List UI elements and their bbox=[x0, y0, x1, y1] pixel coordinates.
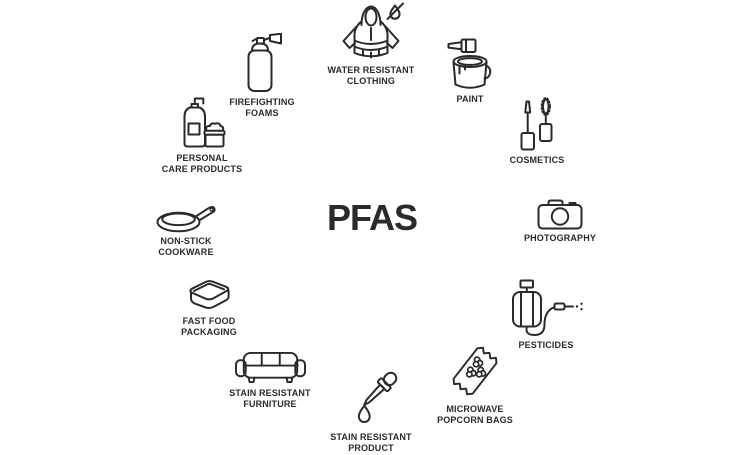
item-label: FAST FOOD PACKAGING bbox=[181, 316, 237, 338]
jacket-icon bbox=[342, 2, 404, 59]
source-item-stain-resistant-product: STAIN RESISTANT PRODUCT bbox=[306, 371, 436, 455]
item-label: PAINT bbox=[456, 94, 484, 104]
dropper-icon bbox=[357, 371, 398, 424]
source-item-firefighting-foams: FIREFIGHTING FOAMS bbox=[197, 33, 327, 120]
item-label: FIREFIGHTING FOAMS bbox=[229, 97, 295, 119]
item-label: NON-STICK COOKWARE bbox=[158, 236, 214, 258]
item-label: WATER RESISTANT CLOTHING bbox=[327, 65, 415, 87]
sprayer-icon bbox=[512, 279, 583, 336]
source-item-non-stick-cookware: NON-STICK COOKWARE bbox=[121, 201, 251, 259]
source-item-photography: PHOTOGRAPHY bbox=[495, 197, 625, 244]
paint-can-icon bbox=[447, 38, 492, 89]
popcorn-bag-icon bbox=[452, 346, 498, 396]
camera-icon bbox=[537, 199, 583, 230]
source-item-stain-resistant-furniture: STAIN RESISTANT FURNITURE bbox=[205, 350, 335, 411]
item-label: STAIN RESISTANT FURNITURE bbox=[229, 388, 311, 410]
sofa-icon bbox=[234, 351, 306, 384]
page-title: PFAS bbox=[326, 197, 418, 238]
source-item-cosmetics: COSMETICS bbox=[472, 97, 602, 166]
item-label: STAIN RESISTANT PRODUCT bbox=[330, 432, 412, 454]
item-label: PHOTOGRAPHY bbox=[524, 233, 596, 243]
food-box-icon bbox=[189, 280, 230, 310]
source-item-fast-food-packaging: FAST FOOD PACKAGING bbox=[144, 278, 274, 339]
source-item-water-resistant-clothing: WATER RESISTANT CLOTHING bbox=[306, 2, 436, 88]
fire-extinguisher-icon bbox=[247, 33, 282, 92]
mascara-icon bbox=[520, 97, 553, 151]
source-item-pesticides: PESTICIDES bbox=[481, 279, 611, 351]
item-label: COSMETICS bbox=[509, 155, 565, 165]
bottles-icon bbox=[183, 97, 226, 148]
frying-pan-icon bbox=[156, 205, 216, 233]
item-label: PESTICIDES bbox=[518, 340, 574, 350]
source-item-personal-care-products: PERSONAL CARE PRODUCTS bbox=[137, 92, 267, 176]
item-label: MICROWAVE POPCORN BAGS bbox=[437, 404, 513, 426]
source-item-microwave-popcorn-bags: MICROWAVE POPCORN BAGS bbox=[410, 341, 540, 427]
source-item-paint: PAINT bbox=[405, 36, 535, 105]
item-label: PERSONAL CARE PRODUCTS bbox=[161, 153, 243, 175]
